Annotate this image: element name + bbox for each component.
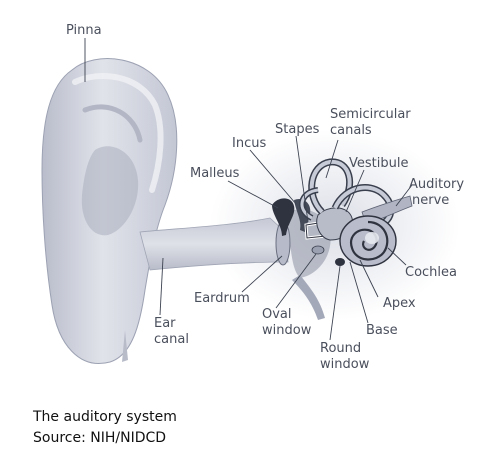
concha-shadow: [81, 146, 139, 236]
label-semicircular-canals-line2: canals: [330, 123, 372, 138]
label-vestibule: Vestibule: [349, 156, 408, 171]
label-auditory-nerve-line2: nerve: [412, 193, 449, 208]
label-ear-canal-line2: canal: [154, 332, 189, 347]
helix-rim: [72, 73, 164, 193]
label-semicircular-canals-line1: Semicircular: [330, 107, 411, 122]
label-auditory-nerve-line1: Auditory: [409, 177, 464, 192]
antihelix-ridge: [82, 104, 143, 143]
ear-anatomy-diagram: Pinna Semicircular canals Stapes Incus M…: [41, 23, 464, 372]
label-eardrum: Eardrum: [194, 291, 250, 306]
ear-canal-shape: [139, 217, 289, 271]
label-pinna: Pinna: [66, 23, 102, 38]
label-oval-window-line2: window: [262, 323, 312, 338]
cochlea-shape: [339, 215, 397, 267]
figure-caption: The auditory system Source: NIH/NIDCD: [33, 407, 177, 449]
label-round-window-line1: Round: [320, 341, 361, 356]
label-stapes: Stapes: [275, 122, 320, 137]
oval-window-shape: [311, 245, 325, 255]
label-oval-window-line1: Oval: [262, 307, 292, 322]
round-window-shape: [335, 258, 345, 266]
label-malleus: Malleus: [190, 166, 240, 181]
caption-title: The auditory system: [33, 409, 177, 425]
eustachian-tube-shape: [292, 275, 325, 320]
earlobe-stem: [122, 330, 128, 362]
leader-lines: [84, 38, 413, 341]
label-base: Base: [366, 323, 398, 338]
caption-source: Source: NIH/NIDCD: [33, 430, 167, 446]
label-ear-canal-line1: Ear: [154, 316, 176, 331]
label-apex: Apex: [383, 296, 416, 311]
label-cochlea: Cochlea: [405, 265, 457, 280]
label-round-window-line2: window: [320, 357, 370, 372]
label-incus: Incus: [232, 136, 266, 151]
